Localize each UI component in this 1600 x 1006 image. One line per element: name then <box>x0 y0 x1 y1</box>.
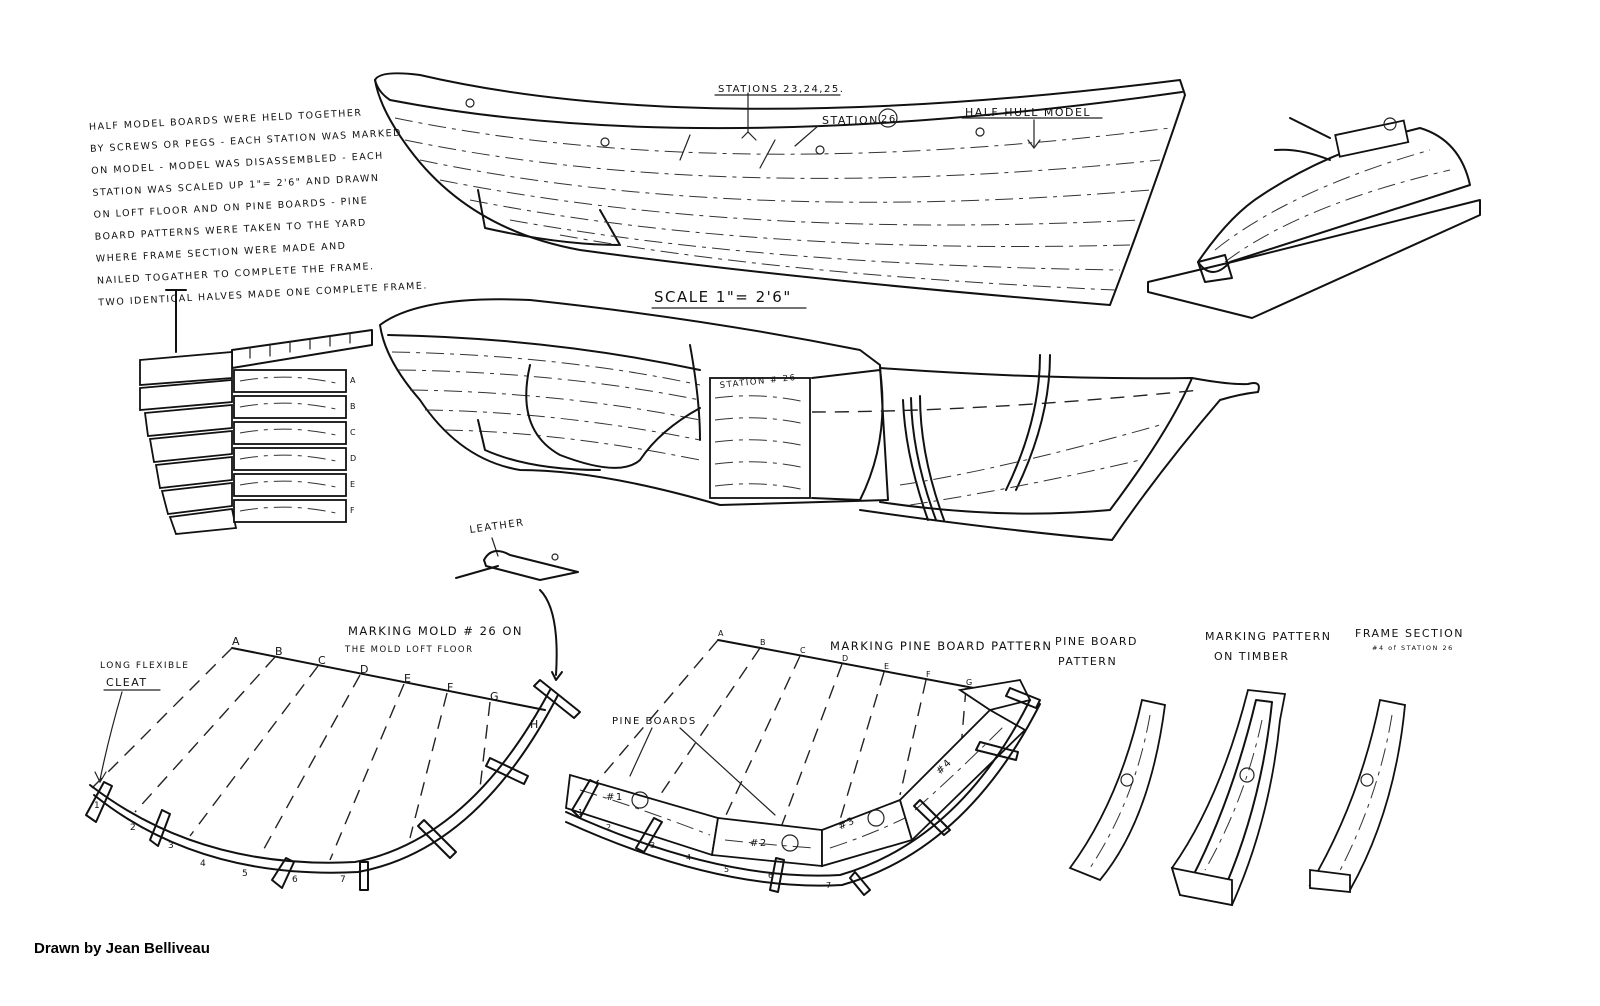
stack-letter: E <box>350 480 357 489</box>
note-line: BY SCREWS OR PEGS - EACH STATION WAS MAR… <box>90 128 402 155</box>
stack-letter: F <box>350 506 356 515</box>
pine-letter: D <box>842 654 850 663</box>
notes-block: HALF MODEL BOARDS WERE HELD TOGETHER BY … <box>89 108 428 309</box>
note-line: HALF MODEL BOARDS WERE HELD TOGETHER <box>89 108 363 133</box>
mold-letter: B <box>275 645 284 658</box>
mold-number: 2 <box>130 823 137 833</box>
cleat-label: CLEAT <box>106 676 148 689</box>
mold-number: 7 <box>340 875 347 885</box>
frame-section-sublabel: #4 of STATION 26 <box>1372 644 1454 652</box>
long-flexible-label: LONG FLEXIBLE <box>100 661 189 671</box>
marking-mold-title: MARKING MOLD # 26 ON <box>348 624 523 638</box>
mold-number: 6 <box>292 875 299 885</box>
board-number: #1 <box>606 792 624 803</box>
stack-letter: A <box>350 376 357 385</box>
pine-board-pattern-label: PINE BOARD <box>1055 635 1138 648</box>
pine-letter: G <box>966 678 974 687</box>
marking-pine-title: MARKING PINE BOARD PATTERN <box>830 639 1053 653</box>
pine-letter: E <box>884 662 891 671</box>
pine-bottom-number: 3 <box>650 841 657 850</box>
note-line: TWO IDENTICAL HALVES MADE ONE COMPLETE F… <box>97 280 428 308</box>
marking-mold: MARKING MOLD # 26 ON THE MOLD LOFT FLOOR… <box>85 624 581 891</box>
mold-number: 1 <box>94 801 101 811</box>
half-hull-model: STATIONS 23,24,25. STATION 26 HALF HULL … <box>374 72 1186 306</box>
marking-mold-subtitle: THE MOLD LOFT FLOOR <box>344 645 474 655</box>
note-line: STATION WAS SCALED UP 1"= 2'6" AND DRAWN <box>92 173 380 199</box>
stack-letter: B <box>350 402 357 411</box>
mold-number: 3 <box>168 841 175 851</box>
note-line: BOARD PATTERNS WERE TAKEN TO THE YARD <box>94 218 367 243</box>
pine-bottom-number: 5 <box>724 865 731 874</box>
note-line: ON LOFT FLOOR AND ON PINE BOARDS - PINE <box>93 195 368 220</box>
note-line: ON MODEL - MODEL WAS DISASSEMBLED - EACH <box>91 151 384 177</box>
credit-line: Drawn by Jean Belliveau <box>34 940 210 957</box>
pine-board-pattern-label: PATTERN <box>1058 655 1117 668</box>
pine-board-pattern: PINE BOARD PATTERN <box>1055 635 1166 882</box>
stack-letter: C <box>350 428 357 437</box>
stations-label: STATIONS 23,24,25. <box>718 84 844 95</box>
station-number: 26 <box>881 114 897 125</box>
hand-model-sketch <box>1147 117 1481 319</box>
leather-label: LEATHER <box>469 517 525 536</box>
frame-section: FRAME SECTION #4 of STATION 26 <box>1308 627 1464 893</box>
note-line: NAILED TOGATHER TO COMPLETE THE FRAME. <box>97 261 375 287</box>
board-number: #2 <box>750 838 768 849</box>
mold-letter: G <box>490 690 500 703</box>
disassembled-model: STATION # 26 <box>379 298 1260 541</box>
marking-pattern-label: ON TIMBER <box>1214 650 1289 663</box>
pine-letter: B <box>760 638 767 647</box>
station-label: STATION <box>822 114 879 127</box>
stack-letter: D <box>350 454 358 463</box>
pine-bottom-number: 6 <box>768 871 775 880</box>
frame-section-label: FRAME SECTION <box>1355 627 1464 640</box>
mold-letter: F <box>447 681 455 694</box>
mold-letter: H <box>530 718 540 731</box>
mold-number: 5 <box>242 869 249 879</box>
pine-letter: F <box>926 670 932 679</box>
mold-letter: E <box>404 672 412 685</box>
pine-boards-label: PINE BOARDS <box>612 716 697 727</box>
pine-bottom-number: 4 <box>686 853 693 862</box>
note-line: WHERE FRAME SECTION WERE MADE AND <box>96 241 347 265</box>
pine-bottom-number: 1 <box>578 808 585 817</box>
scale-label: SCALE 1"= 2'6" <box>654 288 792 306</box>
marking-pine-board: MARKING PINE BOARD PATTERN A B C D E F G… <box>565 629 1053 896</box>
mold-letter: A <box>232 635 241 648</box>
pine-letter: C <box>800 646 807 655</box>
ruler <box>231 329 373 369</box>
marking-pattern-timber: MARKING PATTERN ON TIMBER <box>1170 630 1332 907</box>
stacked-boards: A B C D E F <box>139 289 373 535</box>
pine-bottom-number: 7 <box>826 881 833 890</box>
scale-label-group: SCALE 1"= 2'6" <box>651 288 807 309</box>
pine-bottom-number: 2 <box>606 823 613 832</box>
marking-pattern-label: MARKING PATTERN <box>1205 630 1332 643</box>
pine-letter: A <box>718 629 725 638</box>
mold-letter: C <box>318 654 327 667</box>
half-hull-label: HALF HULL MODEL <box>965 106 1091 119</box>
leather-detail: LEATHER <box>455 517 579 681</box>
mold-letter: D <box>360 663 370 676</box>
mold-number: 4 <box>200 859 207 869</box>
